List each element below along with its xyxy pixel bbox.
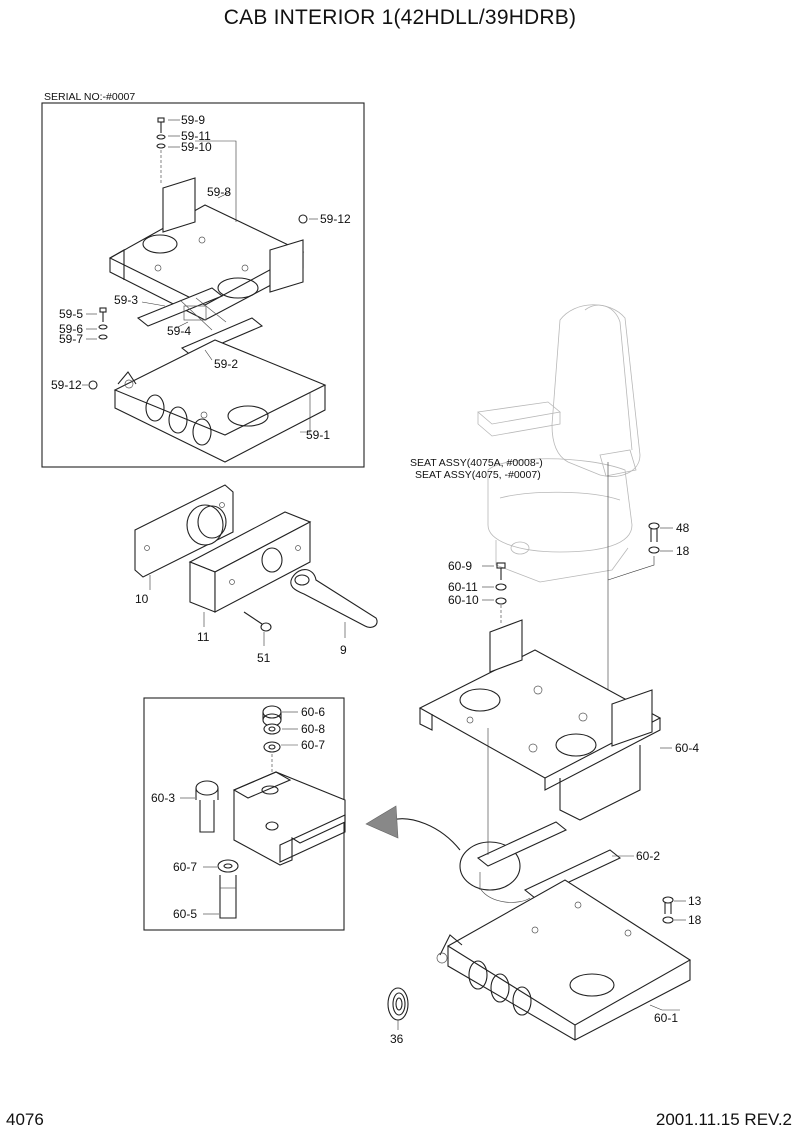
callout-60-4: 60-4 [675, 741, 699, 755]
callout-60-2: 60-2 [636, 849, 660, 863]
nut-59-12-drawing [298, 214, 308, 224]
callout-10: 10 [135, 592, 149, 606]
callout-60-8: 60-8 [301, 722, 325, 736]
page-number: 4076 [6, 1110, 44, 1129]
callout-59-8: 59-8 [207, 185, 231, 199]
callout-59-5: 59-5 [59, 307, 83, 321]
detail-callout-arrow [365, 805, 521, 891]
callout-60-11: 60-11 [448, 580, 478, 594]
callout-59-12b: 59-12 [51, 378, 82, 392]
bolt-59-9-drawing [156, 117, 166, 185]
nut-59-12b-drawing [88, 380, 98, 390]
callout-60-3: 60-3 [151, 791, 175, 805]
lever-9-drawing [290, 569, 378, 638]
slide-rail-60-2-drawing [476, 728, 634, 903]
callout-51: 51 [257, 651, 271, 665]
callout-59-9: 59-9 [181, 113, 205, 127]
callout-48: 48 [676, 521, 690, 535]
callout-60-5: 60-5 [173, 907, 197, 921]
callout-59-4: 59-4 [167, 324, 191, 338]
callout-59-1: 59-1 [306, 428, 330, 442]
callout-59-11: 59-11 [181, 129, 211, 143]
seat-assy-label-1: SEAT ASSY(4075A, #0008-) [410, 457, 543, 469]
callout-13: 13 [688, 894, 702, 908]
seat-frame-60-4-drawing [418, 619, 672, 821]
callout-60-7: 60-7 [301, 738, 325, 752]
seat-assembly-ghost-drawing [477, 304, 641, 690]
callout-59-12: 59-12 [320, 212, 351, 226]
detail-inset: 60-6 60-8 60-7 60-3 60-7 60-5 [143, 697, 346, 931]
bolt-51-drawing [243, 611, 272, 646]
serial-inset-header: SERIAL NO:-#0007 [44, 91, 135, 103]
grommet-36-drawing [387, 987, 409, 1030]
callout-59-10: 59-10 [181, 140, 212, 154]
seat-assy-label-2: SEAT ASSY(4075, -#0007) [415, 469, 541, 481]
callout-60-7b: 60-7 [173, 860, 197, 874]
bolt-60-9-drawing [482, 562, 507, 625]
seat-base-59-1-drawing [113, 339, 327, 463]
callout-9: 9 [340, 643, 347, 657]
bolt-13-drawing [662, 896, 686, 924]
callout-59-2: 59-2 [214, 357, 238, 371]
serial-inset-leaders [82, 119, 318, 433]
cover-box-11-drawing [188, 511, 312, 627]
callout-60-1: 60-1 [654, 1011, 678, 1025]
callout-60-9: 60-9 [448, 559, 472, 573]
callout-59-7: 59-7 [59, 332, 83, 346]
callout-60-10: 60-10 [448, 593, 479, 607]
serial-inset: SERIAL NO:-#0007 [41, 91, 365, 468]
callout-18b: 18 [688, 913, 702, 927]
callout-59-6: 59-6 [59, 322, 83, 336]
callout-18: 18 [676, 544, 690, 558]
bolt-59-5-drawing [98, 307, 108, 340]
cover-plate-10-drawing [134, 484, 234, 590]
bolt-48-drawing [607, 522, 673, 581]
callout-36: 36 [390, 1032, 404, 1046]
serial-inset-frame [41, 102, 365, 468]
callout-60-6: 60-6 [301, 705, 325, 719]
callout-11: 11 [197, 630, 210, 644]
date-revision: 2001.11.15 REV.2 [655, 1110, 792, 1129]
page-title: CAB INTERIOR 1(42HDLL/39HDRB) [223, 6, 577, 29]
callout-59-3: 59-3 [114, 293, 138, 307]
seat-frame-59-8-drawing [108, 177, 305, 321]
seat-base-60-1-drawing [436, 879, 692, 1041]
